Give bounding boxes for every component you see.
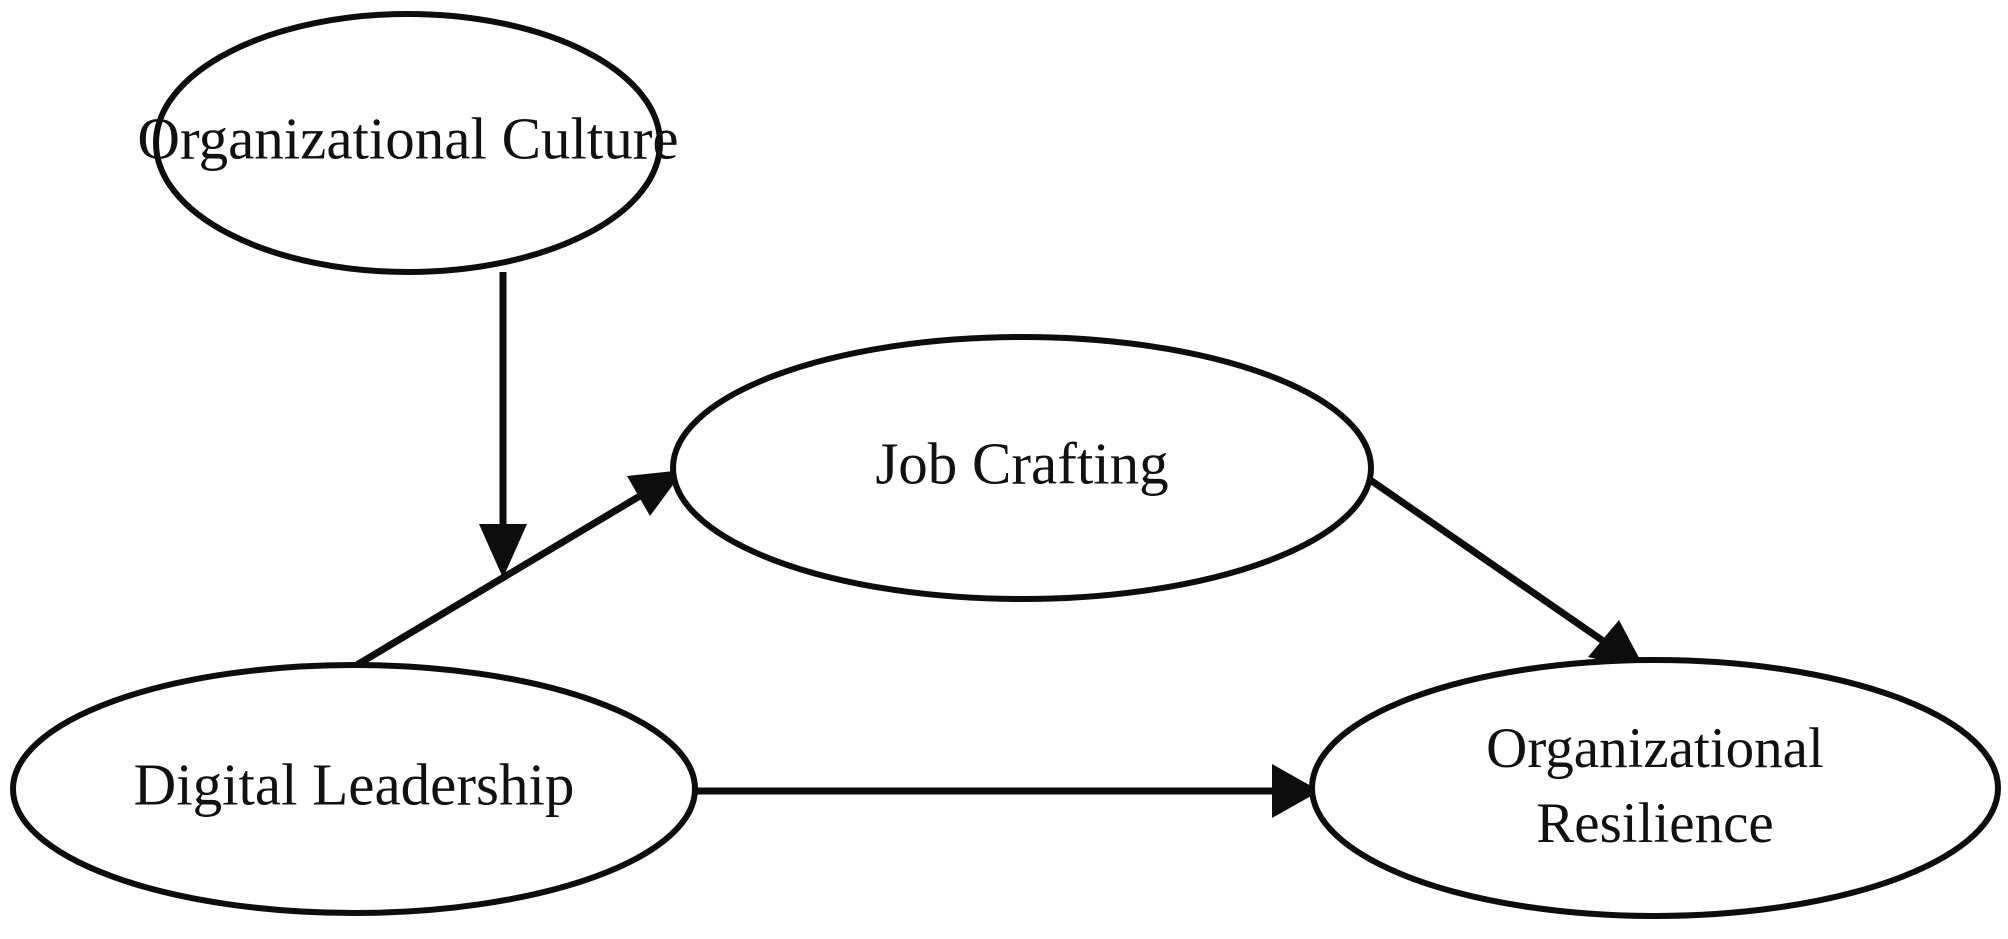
node-digital-leadership-shape[interactable] — [10, 662, 698, 916]
edge-leadership-to-job-crafting-arrowhead — [627, 470, 684, 516]
edge-leadership-to-job-crafting-line — [348, 480, 662, 673]
node-digital-leadership[interactable]: Digital Leadership — [10, 662, 698, 916]
node-organizational-resilience[interactable]: Organizational Resilience — [1309, 657, 2001, 919]
node-organizational-resilience-label-line2: Resilience — [1536, 792, 1773, 855]
node-organizational-culture-shape[interactable] — [153, 11, 663, 275]
edge-leadership-to-job-crafting — [348, 470, 684, 673]
edge-culture-to-path-arrowhead — [479, 524, 527, 578]
edge-culture-to-path — [479, 272, 527, 578]
node-organizational-culture-label: Organizational Culture — [137, 106, 678, 172]
node-organizational-resilience-shape[interactable] — [1309, 657, 2001, 919]
edge-job-crafting-to-resilience — [1348, 463, 1646, 671]
edge-leadership-to-resilience-arrowhead — [1272, 764, 1320, 818]
edge-leadership-to-resilience — [684, 764, 1320, 818]
node-job-crafting[interactable]: Job Crafting — [670, 334, 1374, 602]
node-organizational-resilience-label-line1: Organizational — [1486, 717, 1824, 780]
node-job-crafting-shape[interactable] — [670, 334, 1374, 602]
node-organizational-culture[interactable]: Organizational Culture — [137, 11, 679, 275]
node-digital-leadership-label: Digital Leadership — [134, 752, 575, 818]
node-job-crafting-label: Job Crafting — [875, 431, 1168, 497]
edge-job-crafting-to-resilience-line — [1348, 463, 1624, 657]
